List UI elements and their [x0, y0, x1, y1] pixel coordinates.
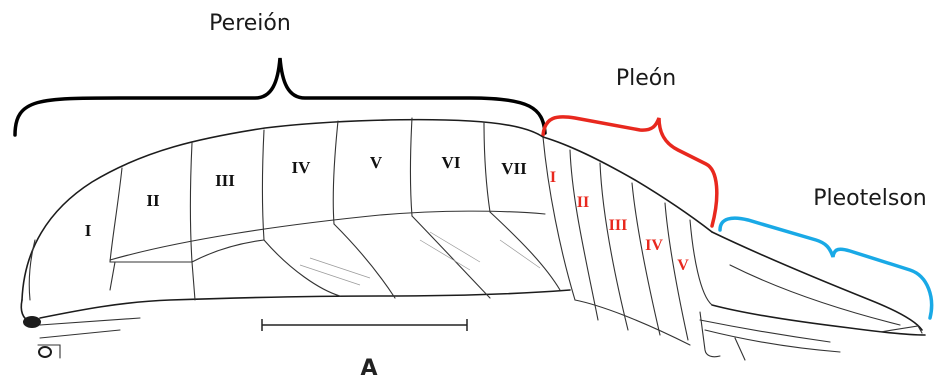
isopod-body	[21, 118, 925, 360]
pleon-segment-numerals: I II III IV V	[550, 169, 689, 274]
pleon-segment-2: II	[577, 194, 589, 211]
pleon-segment-5: V	[677, 257, 689, 274]
pereion-bracket	[15, 58, 545, 135]
pleon-label: Pleón	[616, 66, 676, 91]
pleon-segment-3: III	[609, 217, 628, 234]
pleotelson-label: Pleotelson	[813, 186, 927, 211]
pereion-segment-5: V	[370, 153, 383, 172]
pereion-segment-6: VI	[442, 153, 461, 172]
pleotelson-bracket	[720, 218, 932, 318]
pereion-segment-numerals: I II III IV V VI VII	[85, 153, 527, 240]
pereion-segment-3: III	[215, 171, 235, 190]
pereion-segment-7: VII	[501, 159, 527, 178]
eye-icon	[23, 316, 41, 328]
pleon-segment-1: I	[550, 169, 556, 186]
panel-letter: A	[360, 356, 377, 381]
pereion-label: Pereión	[209, 11, 291, 36]
pereion-segment-1: I	[85, 221, 92, 240]
pereion-segment-2: II	[146, 191, 160, 210]
pleon-segment-4: IV	[645, 237, 663, 254]
pleon-bracket	[543, 117, 717, 226]
pereion-segment-4: IV	[292, 158, 312, 177]
